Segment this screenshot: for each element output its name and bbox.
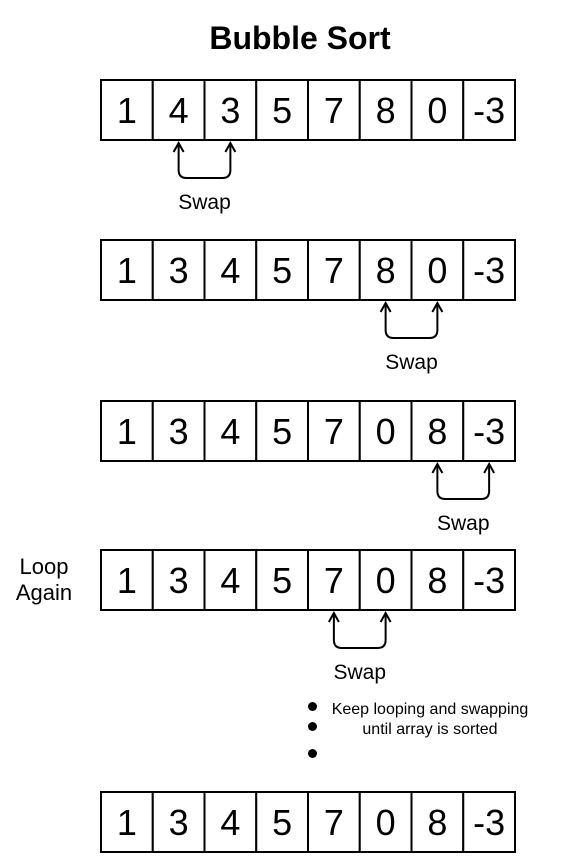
array-cell-value: 0 (427, 90, 447, 131)
array-cell-value: 1 (117, 802, 137, 843)
array-cell (151, 549, 206, 611)
array-cell-value: 4 (169, 90, 189, 131)
array-cell-value: 5 (272, 411, 292, 452)
diagram-title: Bubble Sort (209, 20, 391, 56)
array-cell (100, 791, 154, 853)
array-cell (410, 791, 465, 853)
array-cell (462, 791, 516, 853)
array-cell-value: 7 (324, 802, 344, 843)
array-cell-value: 4 (220, 802, 240, 843)
array-cell (100, 239, 154, 301)
array-cell-value: 8 (427, 411, 447, 452)
array-cell (255, 239, 309, 301)
array-cell-value: 1 (117, 90, 137, 131)
array-cell-value: 7 (324, 90, 344, 131)
arrow-head-icon (328, 610, 340, 623)
loop-again-label-line-2: Again (15, 580, 73, 605)
swap-label: Swap (333, 661, 386, 684)
array-cell-value: -3 (473, 90, 505, 131)
array-cell-value: 0 (427, 250, 447, 291)
arrow-head-icon (172, 140, 185, 153)
array-cell-value: 3 (169, 560, 189, 601)
swap-bracket (177, 143, 232, 179)
array-cell (358, 549, 413, 611)
array-cell-value: 4 (220, 411, 240, 452)
array-cell-value: 3 (169, 250, 189, 291)
array-cell (100, 79, 154, 141)
bullet-dot (308, 749, 317, 758)
arrow-head-icon (379, 610, 392, 623)
swap-bracket (332, 613, 387, 649)
loop-note: Keep looping and swapping until array is… (331, 701, 529, 738)
array-cell-value: -3 (473, 411, 505, 452)
array-cell-value: 1 (117, 560, 137, 601)
loop-again-label: Loop Again (8, 554, 80, 606)
array-cell-value: 1 (117, 411, 137, 452)
array-cell-value: 4 (220, 560, 240, 601)
array-cell (462, 239, 516, 301)
swap-label: Swap (178, 191, 231, 214)
array-cell (410, 239, 465, 301)
arrow-head-icon (379, 300, 392, 313)
array-cell-value: 7 (324, 411, 344, 452)
array-cell-value: 5 (272, 250, 292, 291)
array-cell (462, 549, 516, 611)
array-cell-value: -3 (473, 250, 505, 291)
array-cell-value: 8 (376, 90, 396, 131)
array-cell-value: 0 (376, 411, 396, 452)
array-cell-value: 5 (272, 90, 292, 131)
array-cell (203, 400, 258, 462)
array-cell (358, 791, 413, 853)
array-cell (203, 549, 258, 611)
array-cell (462, 400, 516, 462)
array-cell (100, 400, 154, 462)
array-cell-value: 7 (324, 250, 344, 291)
swap-bracket (436, 464, 491, 500)
bullet-dot (308, 722, 317, 731)
array-cell (307, 549, 361, 611)
array-cell-value: 1 (117, 250, 137, 291)
array-cell-value: 7 (324, 560, 344, 601)
array-cell (307, 791, 361, 853)
arrow-head-icon (431, 461, 444, 474)
array-cell (151, 239, 206, 301)
array-cell-value: -3 (473, 802, 505, 843)
array-cell (358, 400, 413, 462)
array-cell (307, 239, 361, 301)
array-cell-value: 3 (169, 411, 189, 452)
array-cell-value: -3 (473, 560, 505, 601)
array-cell (203, 79, 258, 141)
bullet-dot (308, 702, 317, 711)
array-cell-value: 8 (427, 802, 447, 843)
array-cell-value: 4 (220, 250, 240, 291)
array-cell-value: 5 (272, 560, 292, 601)
array-cell (151, 400, 206, 462)
arrow-head-icon (483, 461, 495, 474)
swap-label: Swap (437, 512, 490, 535)
array-cell (255, 791, 309, 853)
array-cell-value: 3 (169, 802, 189, 843)
array-cell-value: 3 (220, 90, 240, 131)
array-cell-value: 5 (272, 802, 292, 843)
array-cell (410, 79, 465, 141)
array-cell-value: 0 (376, 560, 396, 601)
loop-again-label-line-1: Loop (19, 554, 69, 579)
array-cell (203, 791, 258, 853)
arrow-head-icon (431, 300, 444, 313)
swap-bracket (384, 303, 439, 339)
array-cell (462, 79, 516, 141)
array-cell-value: 8 (427, 560, 447, 601)
array-cell-value: 0 (376, 802, 396, 843)
arrow-head-icon (224, 140, 237, 153)
swap-label: Swap (385, 351, 438, 374)
array-cell-value: 8 (376, 250, 396, 291)
